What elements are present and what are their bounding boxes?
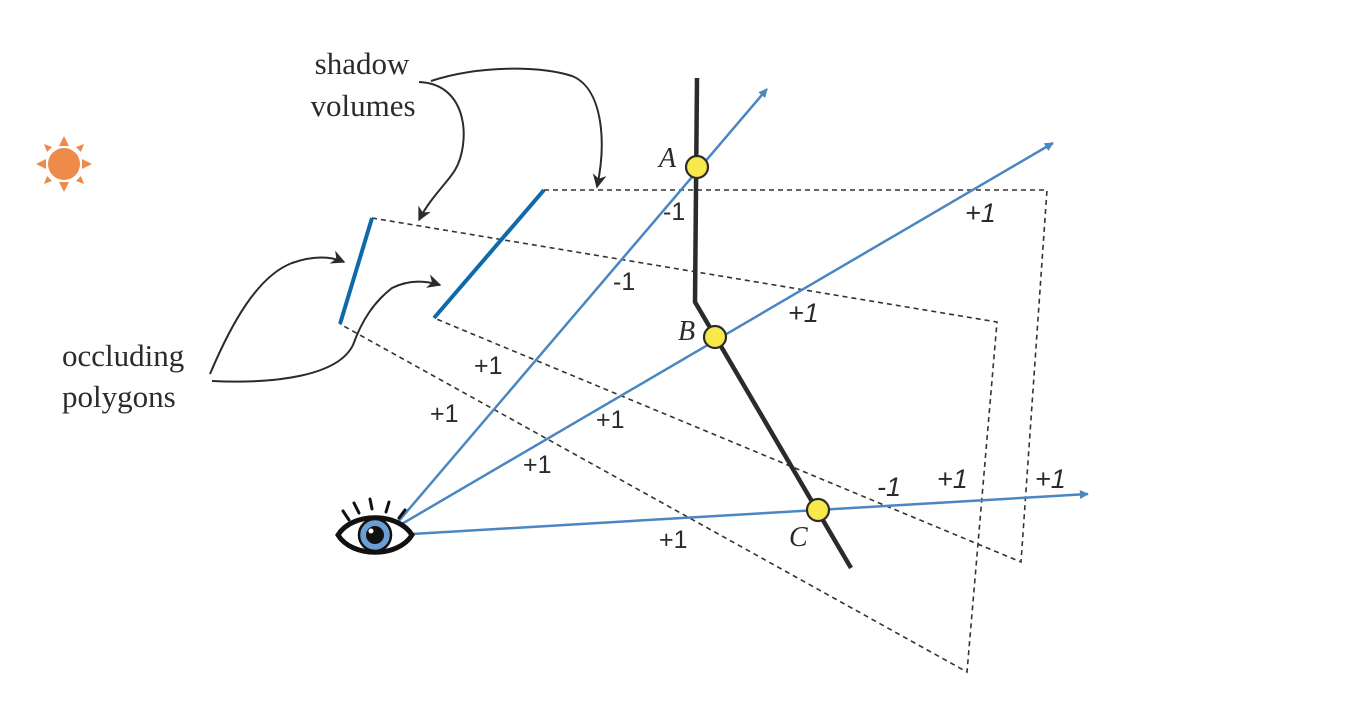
occluding-polygon-2 [432, 188, 546, 320]
occluding-polygons-pointer [209, 250, 442, 383]
count-label: -1 [877, 472, 901, 502]
count-label: +1 [965, 198, 996, 228]
occluding-polygons-label-line1: occluding [62, 338, 184, 373]
point-c-label: C [789, 522, 808, 553]
count-label: +1 [659, 526, 688, 554]
shadow-volume-1 [339, 217, 998, 674]
occluding-polygons-label-line2: polygons [62, 379, 176, 414]
count-label: +1 [474, 352, 503, 380]
count-label: -1 [663, 198, 685, 226]
count-label: -1 [613, 268, 635, 296]
view-ray-a [397, 88, 768, 523]
point-c-marker [805, 497, 831, 523]
occluding-polygon-1 [338, 217, 374, 325]
count-label: +1 [523, 451, 552, 479]
point-b-marker [702, 324, 728, 350]
sun-icon [36, 136, 92, 192]
point-a-marker [684, 154, 710, 180]
shadow-volumes-pointer [418, 67, 607, 222]
surface-line [692, 77, 853, 570]
shadow-volumes-label-line2: volumes [310, 88, 415, 123]
point-b-label: B [678, 316, 695, 347]
count-label: +1 [596, 406, 625, 434]
count-label: +1 [1035, 464, 1066, 494]
count-label: +1 [430, 400, 459, 428]
point-a-label: A [657, 143, 677, 174]
count-label: +1 [788, 298, 819, 328]
view-ray-c [411, 489, 1089, 536]
shadow-volumes-label-line1: shadow [315, 46, 410, 81]
eye-icon [335, 497, 415, 555]
count-label: +1 [937, 464, 968, 494]
